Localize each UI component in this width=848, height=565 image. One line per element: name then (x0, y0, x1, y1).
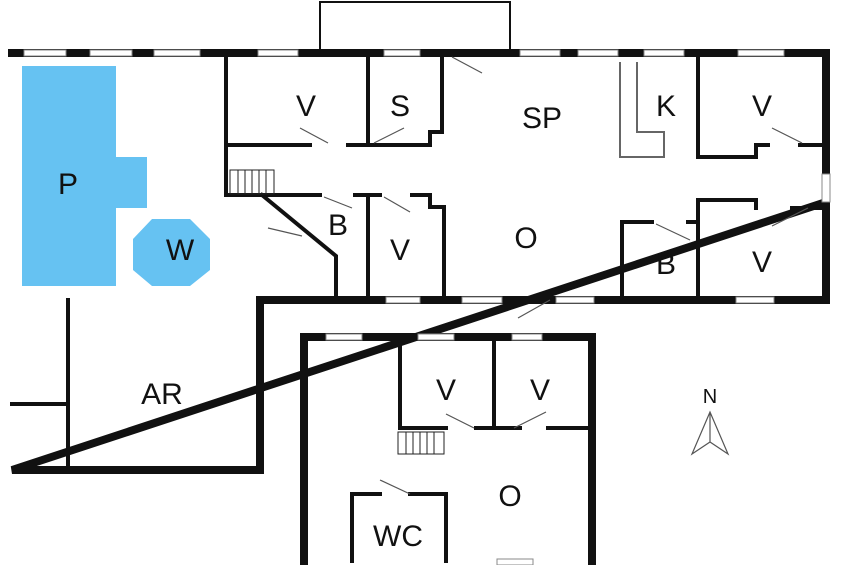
room-label-bedroom-3: V (390, 234, 410, 267)
room-label-lounge-1: O (514, 222, 537, 255)
compass: N (690, 386, 730, 456)
interior-walls (10, 55, 822, 563)
room-label-toilet: WC (373, 520, 423, 553)
room-label-bedroom-1: V (296, 90, 316, 123)
room-label-bath-1: B (328, 209, 348, 242)
room-labels: P W V S SP K V B V O B V AR V V O WC (58, 90, 772, 553)
room-label-kitchen: K (656, 90, 676, 123)
stairs-main (229, 169, 275, 195)
room-label-sauna: S (390, 90, 410, 123)
room-label-bedroom-2: V (752, 90, 772, 123)
terrace-outline (319, 1, 511, 51)
room-label-bedroom-5: V (436, 374, 456, 407)
stairs-annex (397, 431, 445, 455)
room-label-whirlpool: W (166, 234, 195, 267)
annex-outer-wall (300, 333, 596, 565)
room-label-lounge-2: O (498, 480, 521, 513)
compass-label: N (703, 386, 717, 408)
pool-shape (22, 66, 147, 286)
room-label-activity: AR (141, 378, 183, 411)
room-label-bath-2: B (656, 248, 676, 281)
windows (23, 49, 831, 565)
room-label-living: SP (522, 102, 562, 135)
room-label-bedroom-6: V (530, 374, 550, 407)
room-label-pool: P (58, 168, 78, 201)
north-arrow-icon (690, 410, 730, 456)
room-label-bedroom-4: V (752, 246, 772, 279)
whirlpool-shape (133, 219, 210, 286)
doors (267, 56, 809, 495)
